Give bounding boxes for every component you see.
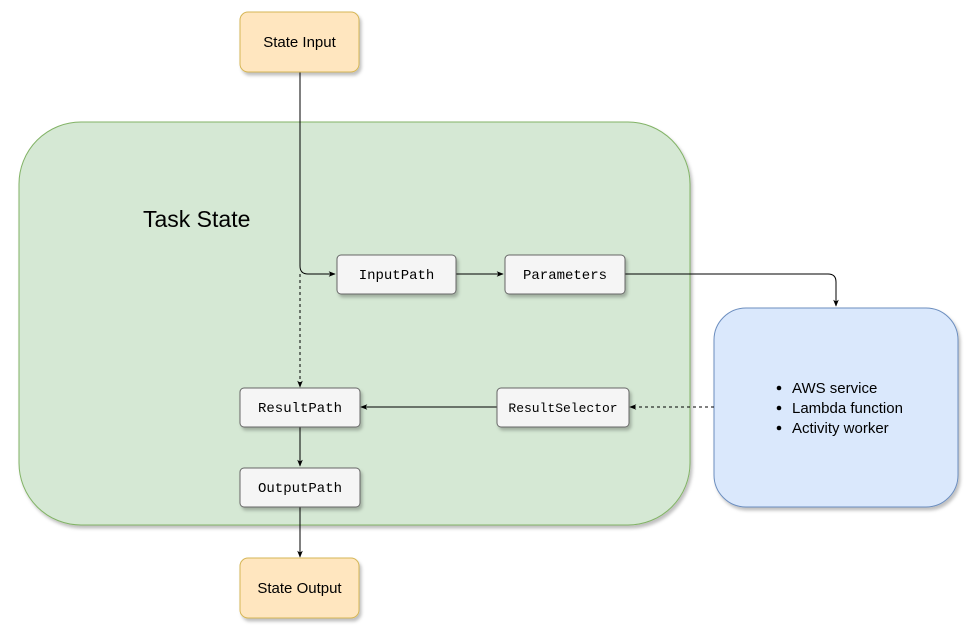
integration-list: AWS service Lambda function Activity wor…: [776, 380, 903, 437]
task-state-container: Task State: [18, 121, 691, 526]
resultpath-label: ResultPath: [258, 401, 342, 417]
bullet-icon: [776, 405, 782, 411]
inputpath-label: InputPath: [359, 268, 435, 284]
state-input-node: State Input: [239, 11, 360, 73]
inputpath-node: InputPath: [336, 254, 457, 295]
edge-state-input-to-inputpath: [299, 72, 336, 277]
integration-item-aws-service: AWS service: [792, 380, 877, 397]
parameters-node: Parameters: [504, 254, 626, 295]
task-state-title: Task State: [143, 206, 250, 232]
edge-parameters-to-integrations: [625, 273, 839, 307]
connectors: [297, 72, 839, 558]
outputpath-label: OutputPath: [258, 481, 342, 497]
bullet-icon: [776, 385, 782, 391]
outputpath-node: OutputPath: [239, 467, 361, 508]
bullet-icon: [776, 425, 782, 431]
resultpath-node: ResultPath: [239, 387, 361, 428]
parameters-label: Parameters: [523, 268, 607, 284]
integration-item-lambda-function: Lambda function: [792, 400, 903, 417]
resultselector-node: ResultSelector: [496, 387, 630, 428]
state-output-label: State Output: [257, 580, 342, 597]
integration-targets-box: AWS service Lambda function Activity wor…: [713, 307, 959, 508]
resultselector-label: ResultSelector: [508, 401, 617, 416]
state-input-label: State Input: [263, 34, 336, 51]
integration-item-activity-worker: Activity worker: [792, 420, 889, 437]
state-output-node: State Output: [239, 557, 360, 619]
